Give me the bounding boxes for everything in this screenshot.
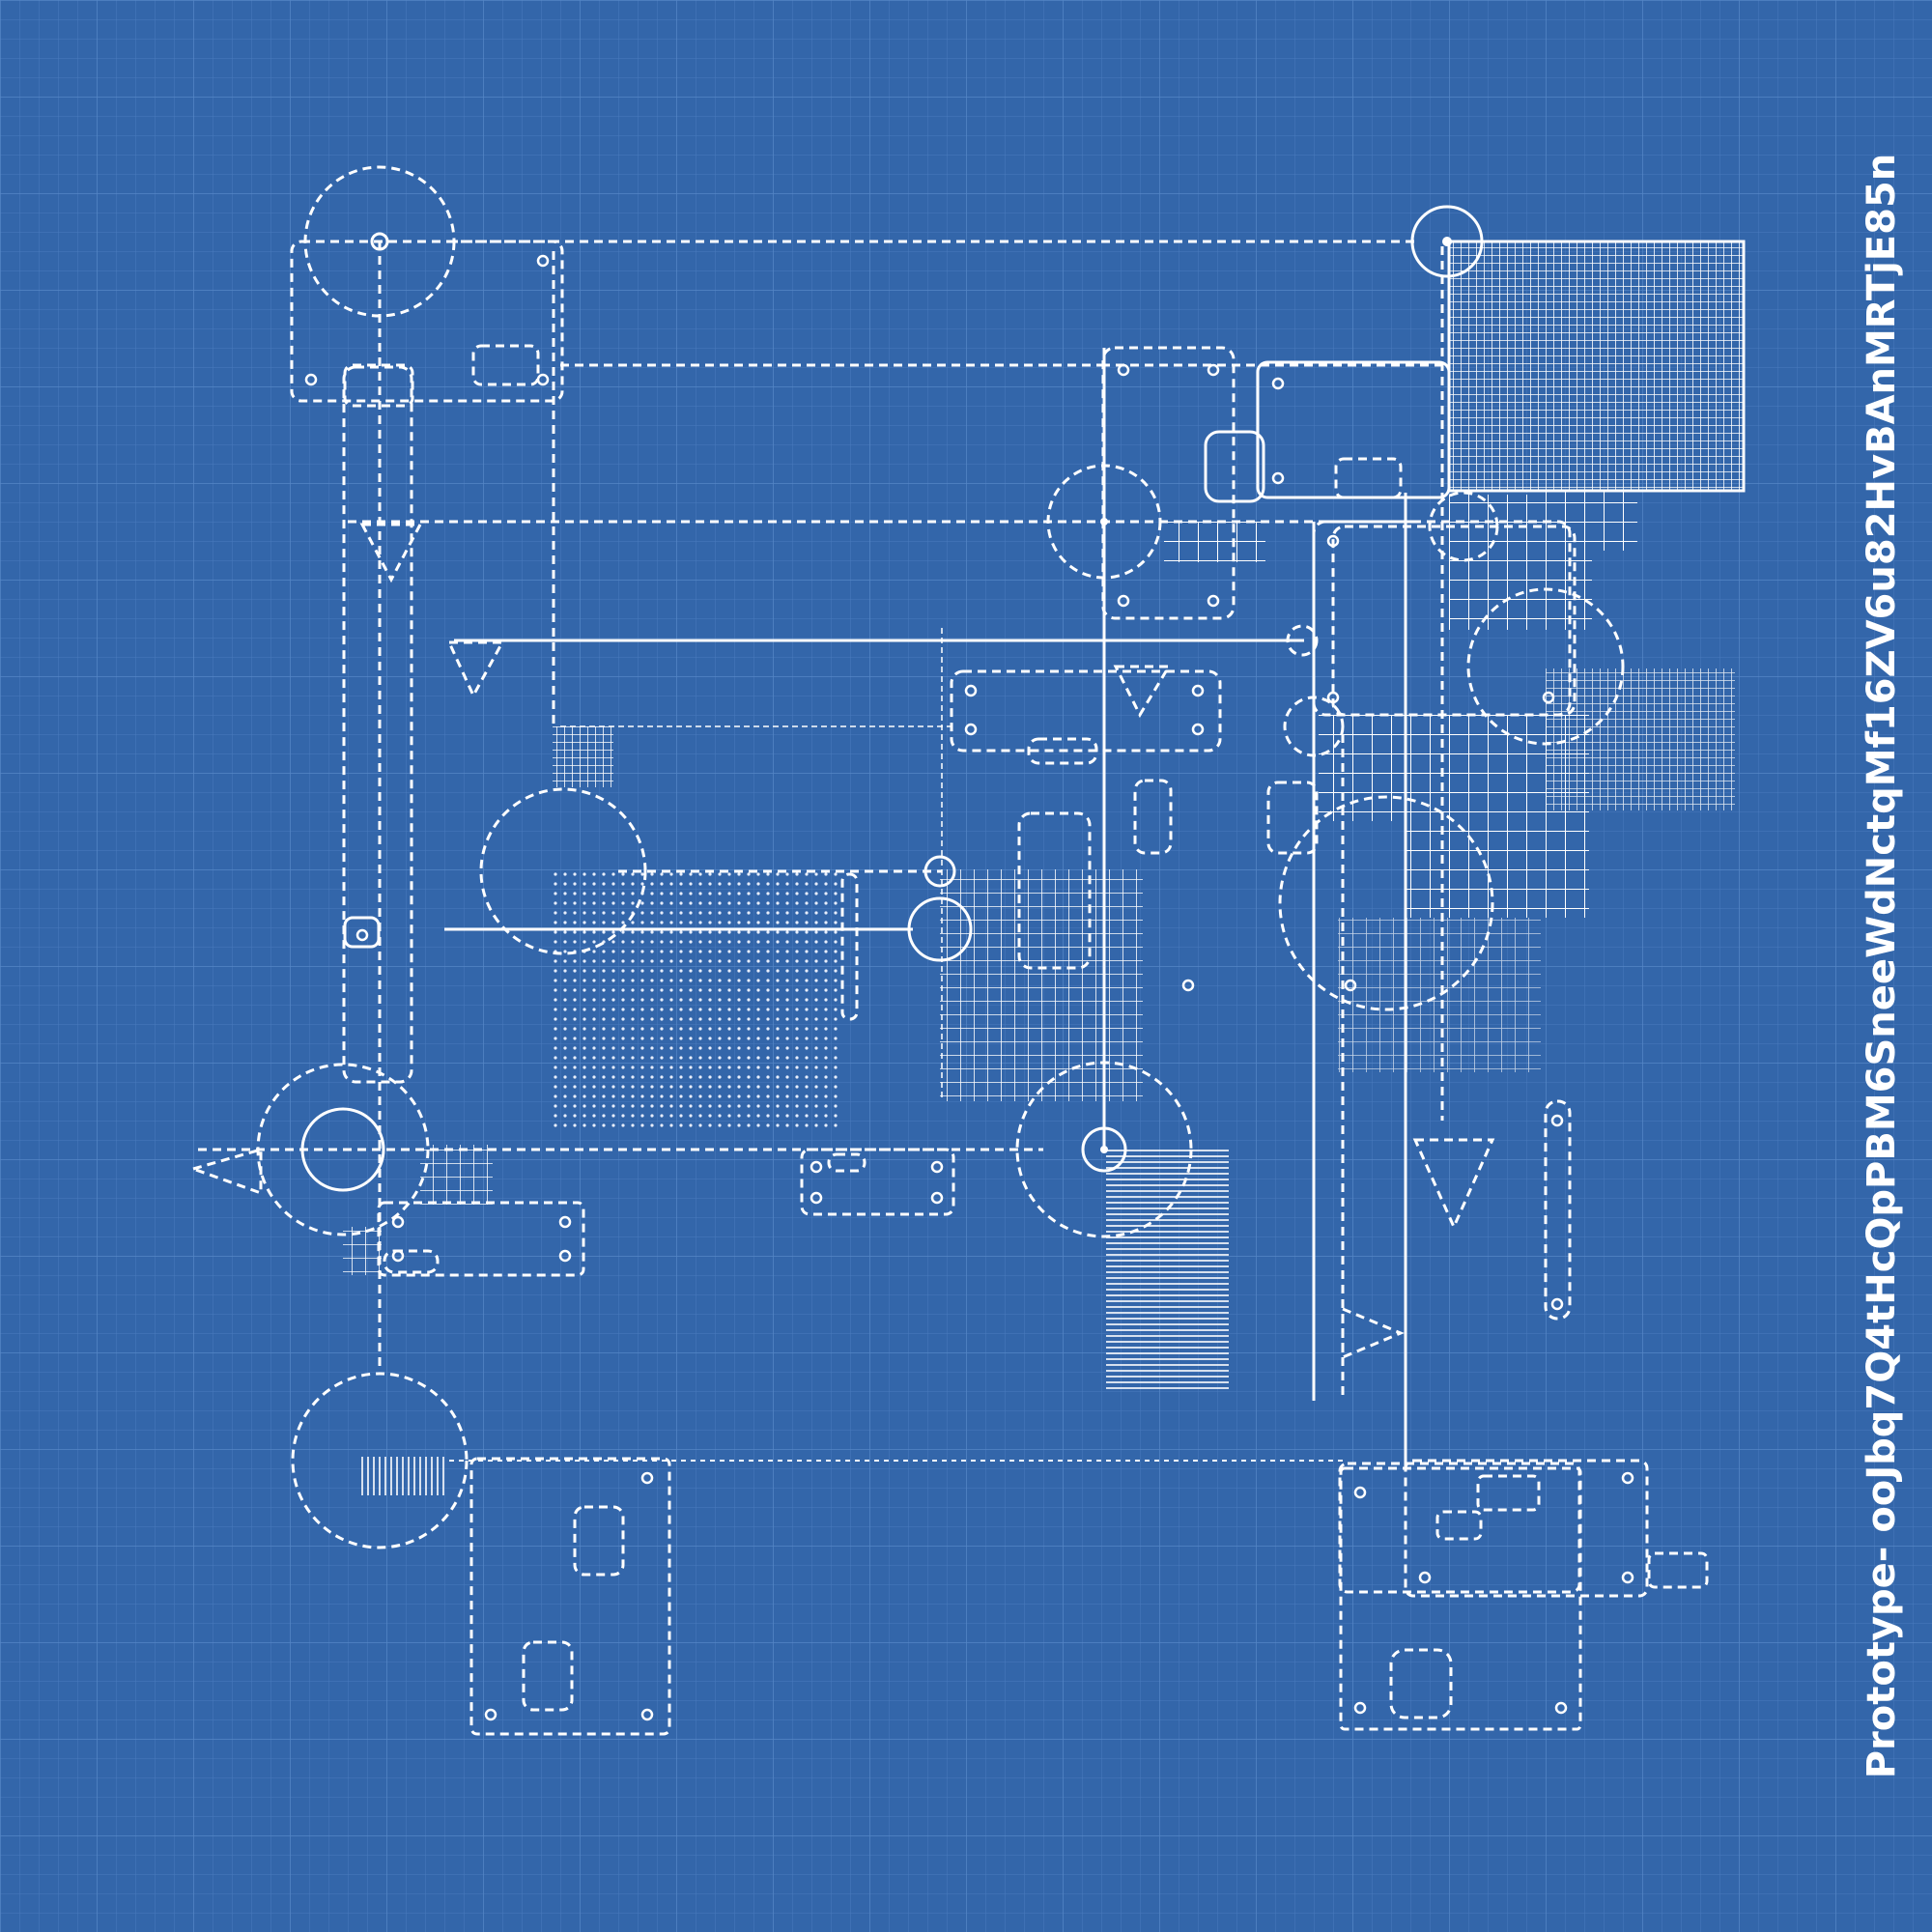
- prototype-caption: Prototype- ooJbq7Q4tHcQpPBM6SneeWdNctqMf…: [1860, 153, 1904, 1779]
- mesh-areas: [343, 240, 1746, 1495]
- bolt-holes: [304, 254, 1634, 1721]
- cutouts: [343, 344, 1709, 1719]
- panels: [290, 240, 1649, 1736]
- pointers: [188, 523, 1495, 1360]
- discs: [256, 165, 1625, 1549]
